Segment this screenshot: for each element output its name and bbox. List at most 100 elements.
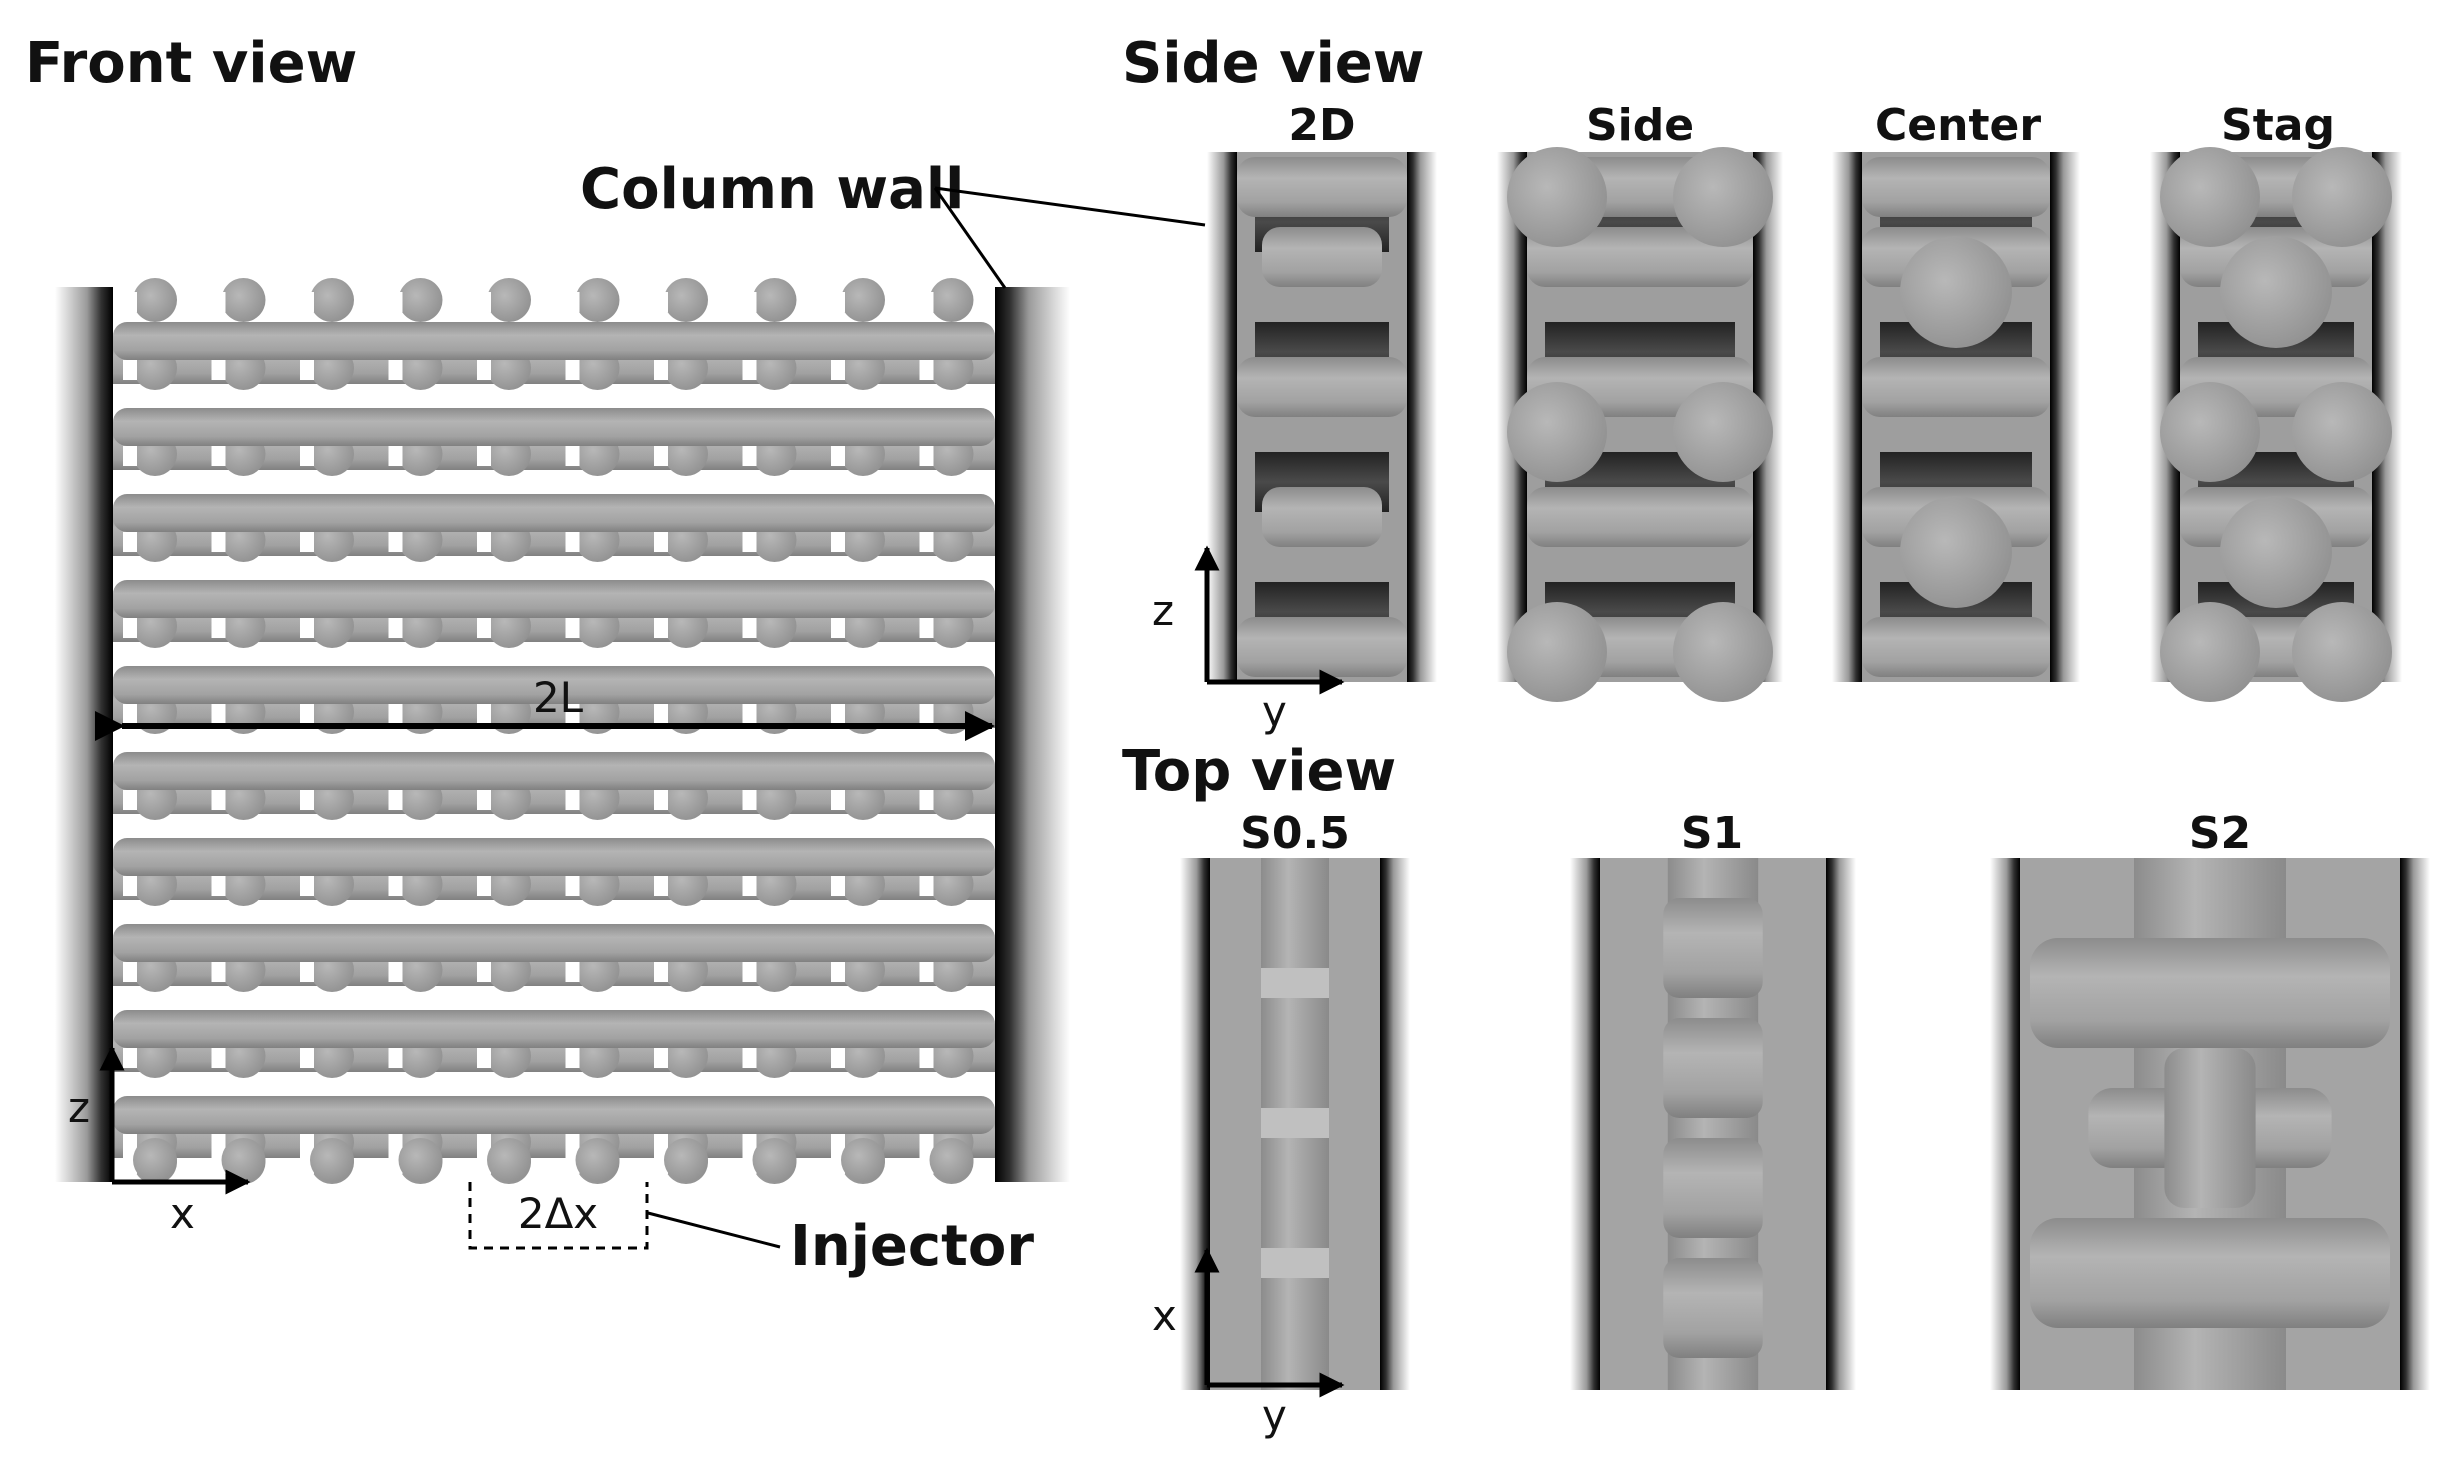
front-gap	[300, 360, 314, 380]
front-gap	[211, 962, 226, 982]
front-rod-lattice	[113, 278, 995, 1184]
side-rod	[1527, 227, 1753, 287]
front-gap	[477, 360, 491, 380]
front-x-label: x	[170, 1189, 195, 1238]
front-gap	[919, 962, 934, 982]
top-y-label: y	[1262, 1391, 1287, 1440]
side-wall-left	[1832, 152, 1862, 682]
front-gap	[831, 618, 845, 638]
front-gap	[831, 704, 845, 724]
front-gap	[123, 360, 137, 380]
front-gap	[831, 962, 845, 982]
side-view-heading: Side view	[1122, 31, 1425, 96]
side-wall-left	[1207, 152, 1237, 682]
front-gap	[477, 876, 491, 896]
front-gap	[919, 1134, 934, 1154]
front-gap	[477, 1048, 491, 1068]
front-injector-ball	[398, 1138, 443, 1182]
front-injector-ball	[133, 1138, 177, 1182]
front-gap	[654, 532, 668, 552]
front-gap	[565, 618, 580, 638]
front-gap	[477, 532, 491, 552]
front-gap	[565, 962, 580, 982]
side-corner-rod	[2160, 382, 2260, 482]
front-gap	[919, 618, 934, 638]
front-gap	[477, 790, 491, 810]
top-panel-s05-label: S0.5	[1240, 808, 1350, 859]
front-rod-end	[221, 278, 266, 322]
side-corner-rod	[1673, 147, 1773, 247]
front-gap	[300, 704, 314, 724]
front-gap	[123, 532, 137, 552]
front-gap	[123, 618, 137, 638]
top-wall-right	[1380, 858, 1410, 1390]
side-panel-center: Center	[1832, 100, 2080, 682]
front-gap	[831, 876, 845, 896]
front-gap	[211, 618, 226, 638]
front-injector-ball	[929, 1138, 974, 1182]
front-rod-end	[398, 278, 443, 322]
front-gap	[831, 790, 845, 810]
front-gap	[742, 446, 757, 466]
front-rod	[113, 322, 995, 360]
front-gap	[388, 618, 403, 638]
front-gap	[742, 1048, 757, 1068]
front-gap	[654, 876, 668, 896]
front-gap	[477, 292, 491, 312]
front-gap	[742, 360, 757, 380]
front-gap	[123, 1048, 137, 1068]
front-rod	[113, 1096, 995, 1134]
front-gap	[477, 704, 491, 724]
front-gap	[211, 704, 226, 724]
front-gap	[123, 292, 137, 312]
front-gap	[388, 360, 403, 380]
front-gap	[919, 292, 934, 312]
front-gap	[123, 962, 137, 982]
top-cross-rod	[2030, 938, 2390, 1048]
front-gap	[565, 292, 580, 312]
top-rod-joint	[1261, 1248, 1329, 1278]
front-gap	[388, 876, 403, 896]
front-gap	[477, 618, 491, 638]
front-gap	[565, 876, 580, 896]
column-wall-label: Column wall	[580, 157, 964, 222]
side-rod	[1862, 357, 2050, 417]
side-corner-rod	[1507, 147, 1607, 247]
side-corner-rod	[1673, 602, 1773, 702]
top-cross-rod	[2030, 1218, 2390, 1328]
front-injector-ball	[310, 1138, 354, 1182]
front-gap	[654, 962, 668, 982]
top-view-heading: Top view	[1122, 739, 1396, 804]
front-gap	[919, 704, 934, 724]
front-gap	[654, 292, 668, 312]
front-injector-ball	[841, 1138, 885, 1182]
front-gap	[831, 532, 845, 552]
side-wall-right	[2050, 152, 2080, 682]
front-gap	[211, 1134, 226, 1154]
injector-label: Injector	[790, 1214, 1034, 1279]
front-gap	[654, 704, 668, 724]
injector-leader-line	[647, 1211, 781, 1249]
front-gap	[742, 704, 757, 724]
front-gap	[565, 790, 580, 810]
front-gap	[300, 618, 314, 638]
front-gap	[565, 532, 580, 552]
front-gap	[211, 532, 226, 552]
top-x-label: x	[1152, 1291, 1177, 1340]
front-gap	[565, 360, 580, 380]
front-gap	[919, 1048, 934, 1068]
front-gap	[742, 962, 757, 982]
side-panel-stag-label: Stag	[2221, 100, 2335, 151]
front-rod-end	[133, 278, 177, 322]
front-rod-end	[752, 278, 797, 322]
front-gap	[742, 618, 757, 638]
front-gap	[654, 1048, 668, 1068]
front-gap	[300, 532, 314, 552]
front-gap	[654, 618, 668, 638]
side-cross-rod	[2220, 496, 2332, 608]
front-gap	[300, 876, 314, 896]
side-cross-rod	[1900, 236, 2012, 348]
front-gap	[742, 292, 757, 312]
right-column-wall	[995, 287, 1070, 1182]
front-gap	[211, 446, 226, 466]
